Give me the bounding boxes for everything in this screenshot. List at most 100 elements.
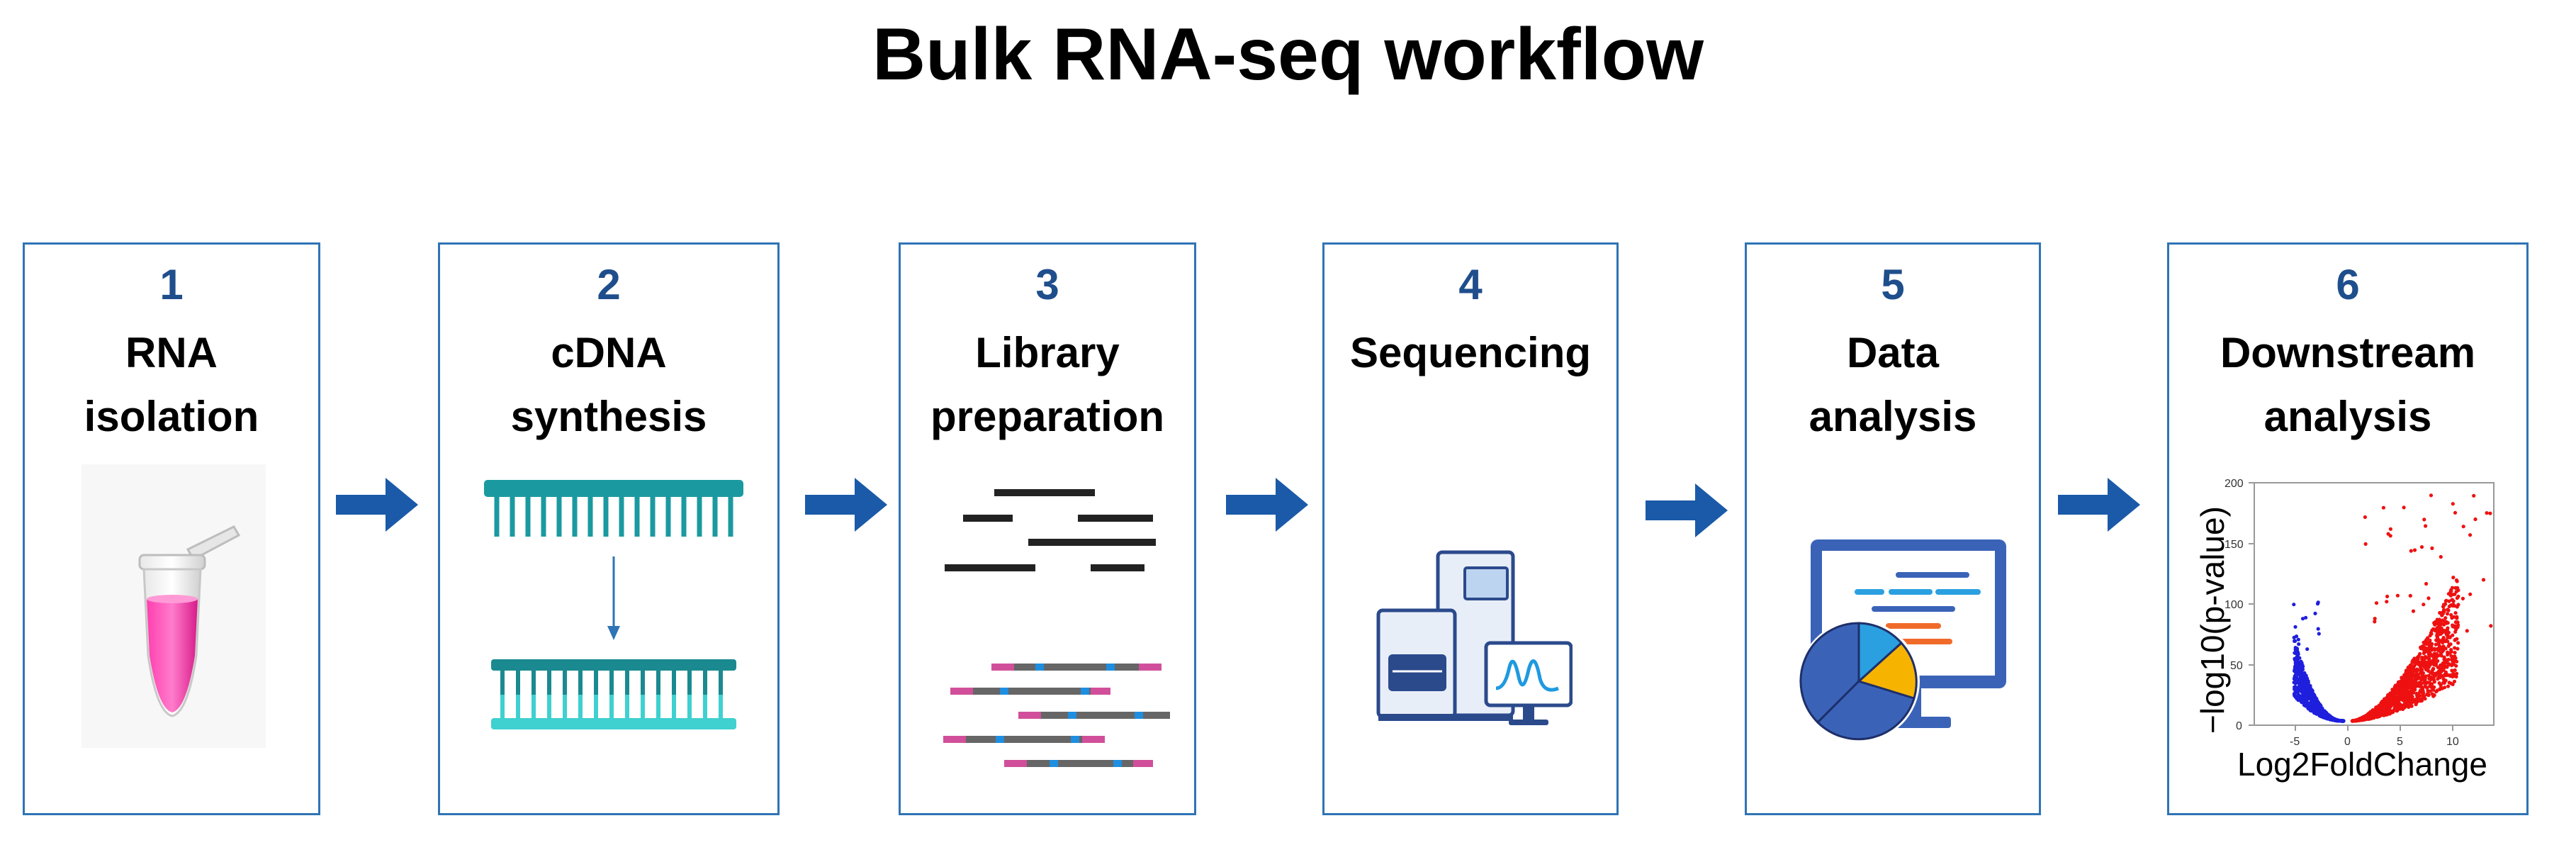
volcano-point: [2427, 681, 2431, 685]
volcano-point: [2396, 696, 2400, 701]
volcano-point: [2461, 525, 2465, 529]
step-library-preparation: 3 Library preparation: [899, 242, 1196, 815]
step-downstream-analysis: 6 Downstream analysis 0 50 100 150: [2167, 242, 2529, 815]
volcano-point: [2428, 634, 2432, 638]
volcano-point: [2434, 689, 2439, 693]
volcano-point: [2369, 710, 2373, 715]
volcano-point: [2386, 532, 2390, 536]
volcano-point: [2298, 678, 2302, 683]
step-number: 5: [1881, 261, 1905, 308]
volcano-point: [2424, 648, 2429, 653]
volcano-point: [2372, 710, 2376, 715]
volcano-point: [2302, 676, 2306, 681]
step-sequencing: 4 Sequencing: [1322, 242, 1619, 815]
volcano-point: [2412, 690, 2416, 695]
step-label: Data analysis: [1809, 329, 1977, 440]
volcano-point: [2422, 659, 2426, 663]
volcano-point: [2364, 717, 2368, 721]
volcano-point: [2407, 701, 2412, 705]
volcano-point: [2456, 588, 2460, 593]
volcano-point: [2446, 684, 2451, 688]
volcano-point: [2293, 639, 2297, 644]
volcano-point: [2442, 655, 2446, 659]
volcano-point: [2298, 675, 2302, 679]
volcano-point: [2313, 698, 2317, 703]
volcano-point: [2426, 673, 2431, 678]
volcano-point: [2453, 651, 2457, 655]
volcano-point: [2333, 718, 2337, 722]
volcano-point: [2368, 714, 2373, 718]
volcano-point: [2302, 690, 2306, 695]
volcano-point: [2414, 701, 2419, 705]
volcano-point: [2439, 654, 2443, 658]
volcano-point: [2409, 675, 2414, 679]
volcano-point: [2352, 719, 2356, 723]
arrow-right-icon: [1226, 475, 1311, 535]
volcano-point: [2391, 689, 2395, 693]
volcano-point: [2456, 647, 2460, 651]
volcano-point: [2371, 714, 2375, 718]
x-tick: 5: [2397, 736, 2403, 748]
volcano-point: [2431, 667, 2436, 671]
volcano-point: [2308, 703, 2312, 707]
volcano-point: [2409, 695, 2414, 700]
volcano-point: [2440, 613, 2444, 617]
step-label: Downstream analysis: [2220, 329, 2476, 440]
volcano-point: [2419, 671, 2423, 675]
volcano-point: [2449, 649, 2453, 654]
volcano-point: [2429, 671, 2433, 675]
volcano-point: [2442, 609, 2446, 614]
volcano-point: [2423, 655, 2427, 659]
x-tick: -5: [2290, 736, 2300, 748]
volcano-point: [2296, 637, 2300, 642]
volcano-point: [2420, 690, 2424, 695]
volcano-point: [2300, 617, 2305, 621]
volcano-point: [2434, 671, 2439, 676]
volcano-point: [2389, 703, 2393, 707]
volcano-point: [2447, 642, 2451, 647]
volcano-point: [2451, 674, 2455, 679]
volcano-point: [2305, 647, 2310, 651]
volcano-point: [2377, 713, 2381, 717]
volcano-point: [2430, 692, 2434, 696]
volcano-point: [2450, 668, 2454, 673]
volcano-point: [2295, 654, 2299, 659]
volcano-point: [2316, 627, 2320, 631]
volcano-point: [2419, 647, 2424, 651]
volcano-point: [2412, 548, 2417, 552]
volcano-point: [2450, 616, 2454, 620]
volcano-point: [2453, 638, 2457, 642]
volcano-point: [2405, 697, 2409, 701]
volcano-point: [2429, 493, 2434, 498]
volcano-point: [2419, 665, 2423, 669]
volcano-point: [2444, 598, 2448, 603]
volcano-point: [2373, 620, 2377, 624]
volcano-point: [2434, 661, 2439, 666]
volcano-point: [2421, 673, 2425, 678]
volcano-point: [2428, 684, 2432, 688]
volcano-point: [2392, 693, 2396, 698]
volcano-point: [2385, 600, 2389, 604]
volcano-point: [2448, 593, 2453, 598]
volcano-point: [2399, 705, 2404, 709]
volcano-point: [2310, 695, 2314, 699]
volcano-point: [2307, 684, 2311, 688]
volcano-point: [2412, 686, 2416, 690]
y-tick: 200: [2225, 478, 2244, 490]
volcano-point: [2304, 682, 2308, 686]
volcano-point: [2450, 598, 2454, 602]
x-tick-labels: -5 0 5 10: [2290, 736, 2459, 748]
volcano-point: [2405, 681, 2409, 685]
volcano-point: [2387, 693, 2392, 698]
volcano-point: [2452, 662, 2456, 666]
volcano-point: [2426, 688, 2430, 693]
volcano-point: [2395, 708, 2400, 712]
volcano-point: [2321, 715, 2325, 719]
volcano-point: [2402, 699, 2407, 703]
volcano-point: [2423, 697, 2427, 701]
volcano-point: [2427, 654, 2431, 658]
y-tick: 100: [2225, 599, 2244, 611]
volcano-point: [2395, 682, 2400, 687]
volcano-point: [2424, 638, 2429, 642]
volcano-point: [2431, 654, 2436, 659]
